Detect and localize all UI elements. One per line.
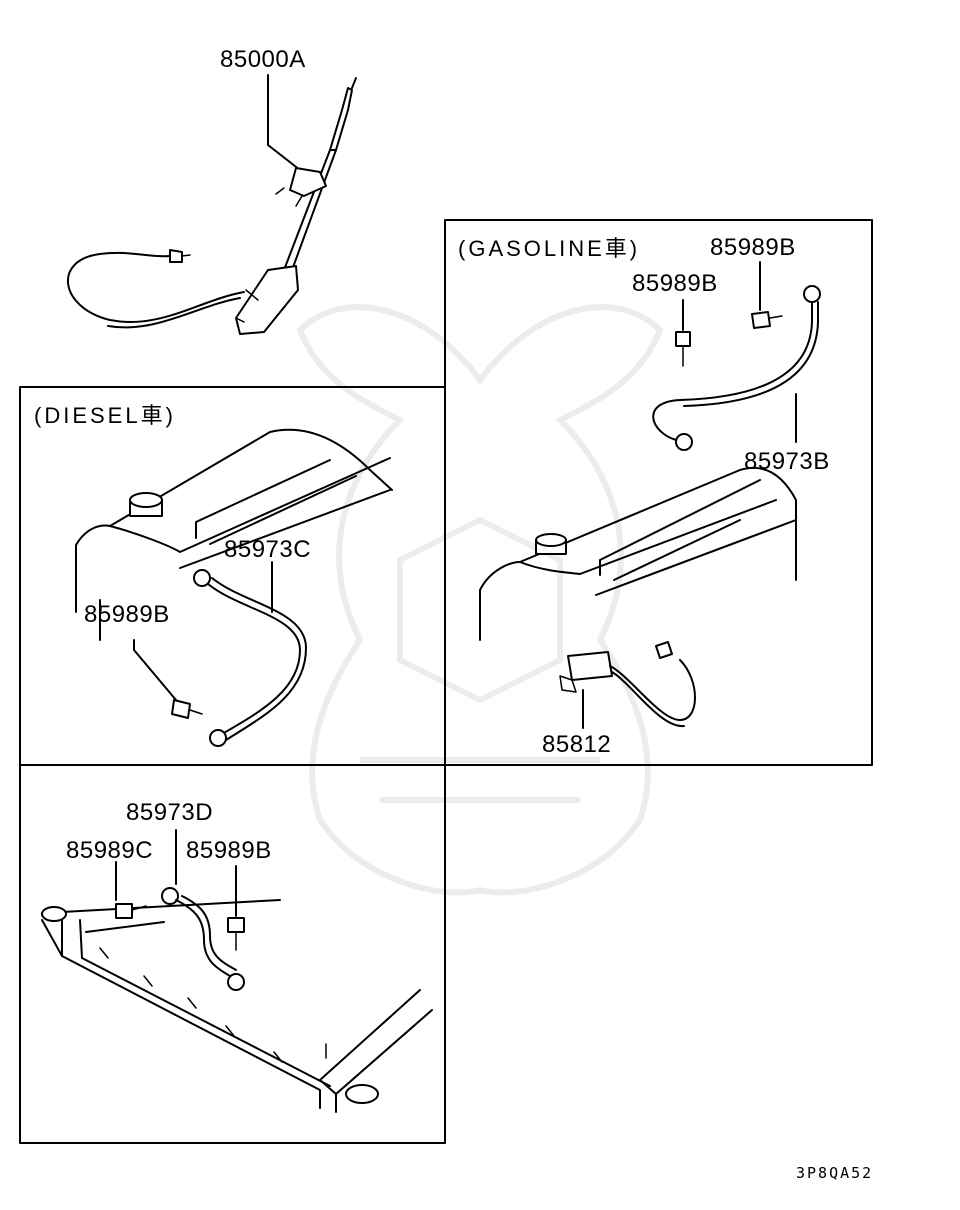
- gasoline-ground-strap: [652, 261, 821, 451]
- diagram-reference-code: 3P8QA52: [796, 1164, 874, 1182]
- callout-85989b-gas-upper: 85989B: [710, 234, 796, 261]
- callout-85989b-frame: 85989B: [186, 837, 272, 864]
- callout-85989b-gas-lower: 85989B: [632, 270, 718, 297]
- frame-section-frame: [19, 764, 446, 1144]
- callout-85973b: 85973B: [744, 448, 830, 475]
- gasoline-sensor-85812: [559, 641, 696, 729]
- front-frame-crossmember: [41, 899, 433, 1113]
- diesel-engine-cover: [75, 428, 393, 641]
- callout-85973c: 85973C: [224, 536, 312, 563]
- callout-85989b-diesel: 85989B: [84, 601, 170, 628]
- gasoline-engine-cover: [479, 466, 797, 641]
- watermark-emblem: [296, 304, 664, 896]
- frame-ground-strap: [115, 829, 245, 991]
- diesel-section-label: (DIESEL車): [34, 403, 176, 428]
- callout-85000a: 85000A: [220, 46, 306, 73]
- diesel-ground-strap: [133, 561, 307, 747]
- gasoline-section-label: (GASOLINE車): [458, 236, 641, 261]
- callout-85989c: 85989C: [66, 837, 154, 864]
- callout-85812: 85812: [542, 731, 612, 758]
- antenna-cable-assembly: [66, 74, 357, 335]
- callout-85973d: 85973D: [126, 799, 214, 826]
